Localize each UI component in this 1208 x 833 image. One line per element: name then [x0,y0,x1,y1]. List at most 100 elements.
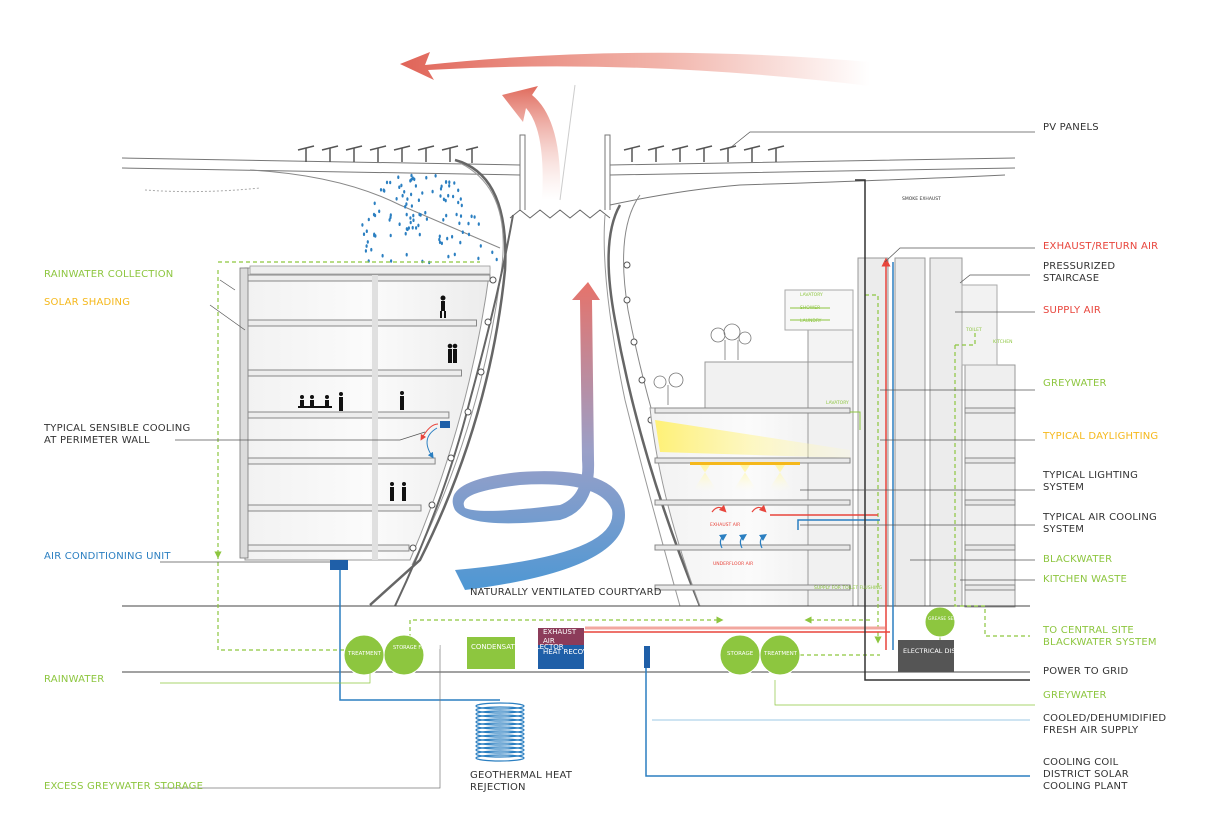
rain-drop [410,192,413,197]
power-line [855,179,1030,681]
rain-drop [389,233,392,238]
box-label-condensate-1: CONDENSATE [471,643,520,651]
floor-slab [247,274,491,282]
rain-drop [439,194,442,198]
label-typical-daylighting: TYPICAL DAYLIGHTING [1043,431,1159,442]
coil-loop [475,750,525,758]
rain-drop [442,197,445,202]
label-cooling-coil-line1: COOLING COIL [1043,757,1119,768]
label-power-to-grid: POWER TO GRID [1043,666,1129,677]
rain-drop [362,232,366,236]
tiny-supply-flushing-line1: SUPPLY FOR [814,586,841,591]
label-rainwater-collection: RAINWATER COLLECTION [44,269,174,280]
box-label-exhaust-air: EXHAUST [543,628,576,637]
rain-drop [414,184,417,188]
rain-drop [409,216,412,220]
box-label-heat-recovery: HEAT RECOVERY [543,648,601,657]
tiny-underfloor-air: UNDERFLOOR AIR [713,562,754,567]
rain-drop [444,198,447,203]
rain-drop [467,232,471,237]
rain-drop [372,212,376,217]
label-solar-shading: SOLAR SHADING [44,297,131,308]
rain-drop [440,184,443,189]
rain-drop [447,254,450,259]
rain-drop [410,173,413,178]
coil-loop [475,726,525,734]
coil-loop [475,702,525,710]
label-excess-greywater-storage: EXCESS GREYWATER STORAGE [44,781,204,792]
label-typical-air-cooling-line1: TYPICAL AIR COOLING [1043,512,1157,523]
label-supply-air: SUPPLY AIR [1043,305,1101,316]
tiny-laundry: LAUNDRY [800,319,822,324]
rain-drop [451,234,454,239]
rain-drop [418,212,421,217]
floor-slab [247,369,462,377]
label-cooled-fresh-air: COOLED/DEHUMIDIFIED FRESH AIR SUPPLY [1043,713,1166,737]
tank-label-storage-irrigation-2: FOR [418,645,429,651]
storage-irrigation-tank [383,634,425,676]
label-geothermal-line2: REJECTION [470,782,526,793]
rain-drop [418,232,421,237]
central-chimney [509,84,611,219]
rain-drop [373,201,376,206]
floor-slab [654,584,851,591]
floor-slab [247,411,450,419]
rain-drop [425,217,428,221]
label-sensible-cooling: TYPICAL SENSIBLE COOLING AT PERIMETER WA… [44,423,190,447]
label-kitchen-waste: KITCHEN WASTE [1043,574,1128,585]
rain-drop [378,209,381,214]
rain-drop [385,180,389,185]
treatment-tank-right [759,634,801,676]
tank-label-storage-irrigation: STORAGE FOR IRRIGATION [393,646,459,651]
roof-structure [121,157,1016,249]
condensate-collector-box [467,637,515,669]
rain-drop [479,244,482,248]
rain-drop [390,259,393,263]
floor-slab [247,457,436,465]
label-cooling-coil-line3: COOLING PLANT [1043,781,1128,792]
label-to-central-line2: BLACKWATER SYSTEM [1043,637,1157,648]
rain-drop [401,193,404,198]
coil-loop [475,738,525,746]
rain-drop [415,226,418,230]
rain-drop [458,221,461,226]
floor-slab [654,544,851,551]
box-label-electrical-1: ELECTRICAL [903,647,943,655]
small-air-arrows [711,504,767,549]
coil-loop [475,714,525,722]
exhaust-air-box [538,628,584,645]
ground-lines [122,605,1030,673]
coil-loop [475,722,525,730]
coil-loop [475,706,525,714]
rain-drop [453,181,456,185]
rain-drop [417,198,420,202]
label-cooled-line2: FRESH AIR SUPPLY [1043,725,1139,736]
label-pv-panels: PV PANELS [1043,122,1099,133]
rain-drop [397,175,400,179]
rain-drop [389,215,392,220]
rain-drop [453,252,456,257]
left-building [239,265,491,561]
label-geothermal-line1: GEOTHERMAL HEAT [470,770,573,781]
rain-drop [424,210,427,215]
rain-drop [477,256,480,261]
rain-drop [459,240,462,245]
coil-loop [475,734,525,742]
label-cooled-line1: COOLED/DEHUMIDIFIED [1043,713,1167,724]
rain-drop [431,189,434,194]
rain-drop [461,230,464,234]
box-label-electrical-2: DISTRIBUTION [944,647,992,655]
label-typical-lighting-line1: TYPICAL LIGHTING [1043,470,1139,481]
coil-loop [475,754,525,762]
leader-lines [160,131,1035,789]
rain-drop [438,240,442,245]
air-flows-red [580,257,891,650]
floor-slab [247,544,410,552]
box-label-heat-2: RECOVERY [563,648,601,656]
rain-drop [374,234,377,238]
rain-drop [412,213,415,218]
rain-drop [455,212,458,217]
label-exhaust-return-air: EXHAUST/RETURN AIR [1043,241,1159,252]
rain-drop [406,197,409,201]
pv-panels-left [297,145,479,163]
